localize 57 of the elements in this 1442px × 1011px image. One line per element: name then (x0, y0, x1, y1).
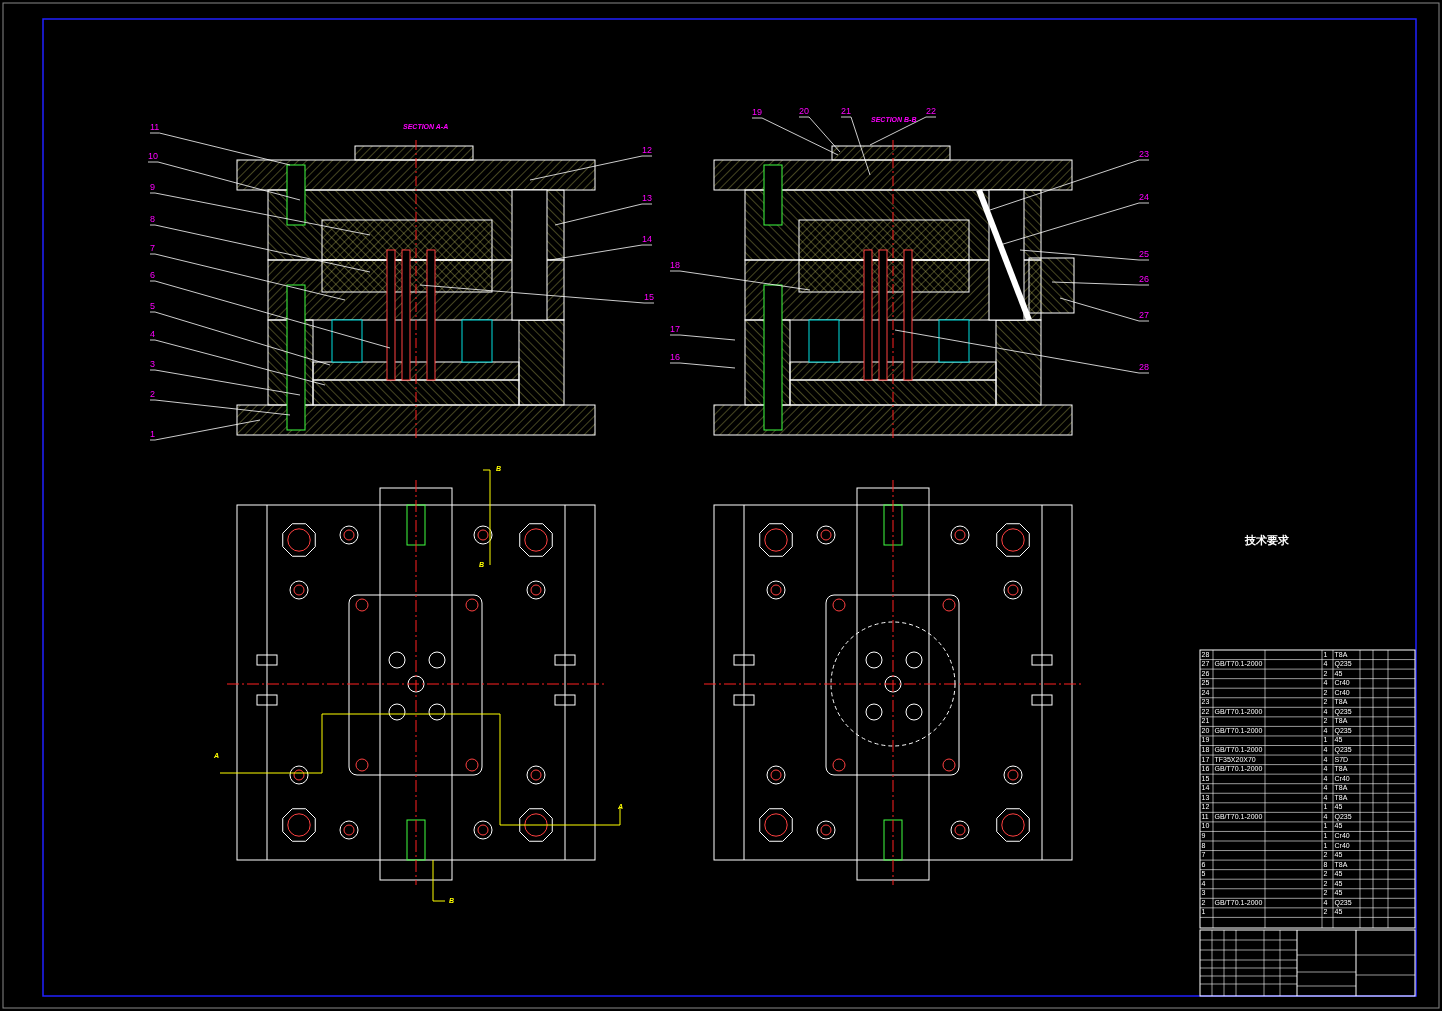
leader-line (999, 202, 1150, 246)
callout-number: 6 (150, 270, 155, 280)
callout-number: 20 (799, 106, 809, 116)
leader-line (549, 244, 653, 261)
leader-line (149, 399, 291, 416)
callout-number: 1 (150, 429, 155, 439)
callout-number: 9 (150, 182, 155, 192)
callout-number: 10 (148, 151, 158, 161)
callout-number: 11 (150, 122, 160, 132)
callout-number: 13 (642, 193, 652, 203)
callout-number: 14 (642, 234, 652, 244)
callout-number: 19 (752, 107, 762, 117)
callout-number: 8 (150, 214, 155, 224)
callout-number: 12 (642, 145, 652, 155)
leader-line (1059, 297, 1150, 322)
callout-number: 3 (150, 359, 155, 369)
callout-number: 28 (1139, 362, 1149, 372)
callout-number: 18 (670, 260, 680, 270)
callout-number: 24 (1139, 192, 1149, 202)
callout-number: 21 (841, 106, 851, 116)
leader-line (840, 116, 871, 176)
leader-line (554, 203, 653, 226)
callout-number: 5 (150, 301, 155, 311)
leader-line (669, 362, 736, 369)
leader-line (1051, 281, 1150, 286)
callout-number: 25 (1139, 249, 1149, 259)
leader-line (149, 339, 326, 386)
callout-number: 27 (1139, 310, 1149, 320)
leader-line (149, 419, 261, 441)
leader-line (419, 284, 655, 304)
leader-line (149, 280, 391, 349)
callout-number: 26 (1139, 274, 1149, 284)
leader-line (147, 161, 301, 201)
leader-line (669, 270, 811, 291)
callout-number: 15 (644, 292, 654, 302)
callout-number: 23 (1139, 149, 1149, 159)
leader-line (669, 334, 736, 341)
leader-line (751, 117, 839, 156)
leader-line (149, 132, 291, 166)
callout-number: 17 (670, 324, 680, 334)
leader-line (869, 116, 937, 146)
leader-line (798, 116, 841, 153)
leader-line (149, 369, 301, 396)
leader-line (149, 311, 331, 366)
callout-number: 16 (670, 352, 680, 362)
callout-number: 22 (926, 106, 936, 116)
leader-line (894, 329, 1150, 374)
leader-line (149, 224, 371, 273)
leader-line (149, 192, 371, 236)
leader-line (149, 253, 346, 301)
callout-number: 7 (150, 243, 155, 253)
callout-number: 2 (150, 389, 155, 399)
leader-line (1019, 249, 1150, 261)
callout-number: 4 (150, 329, 155, 339)
leader-line (989, 159, 1150, 211)
heading: 技术要求 (1245, 535, 1289, 547)
leader-line (529, 155, 653, 181)
